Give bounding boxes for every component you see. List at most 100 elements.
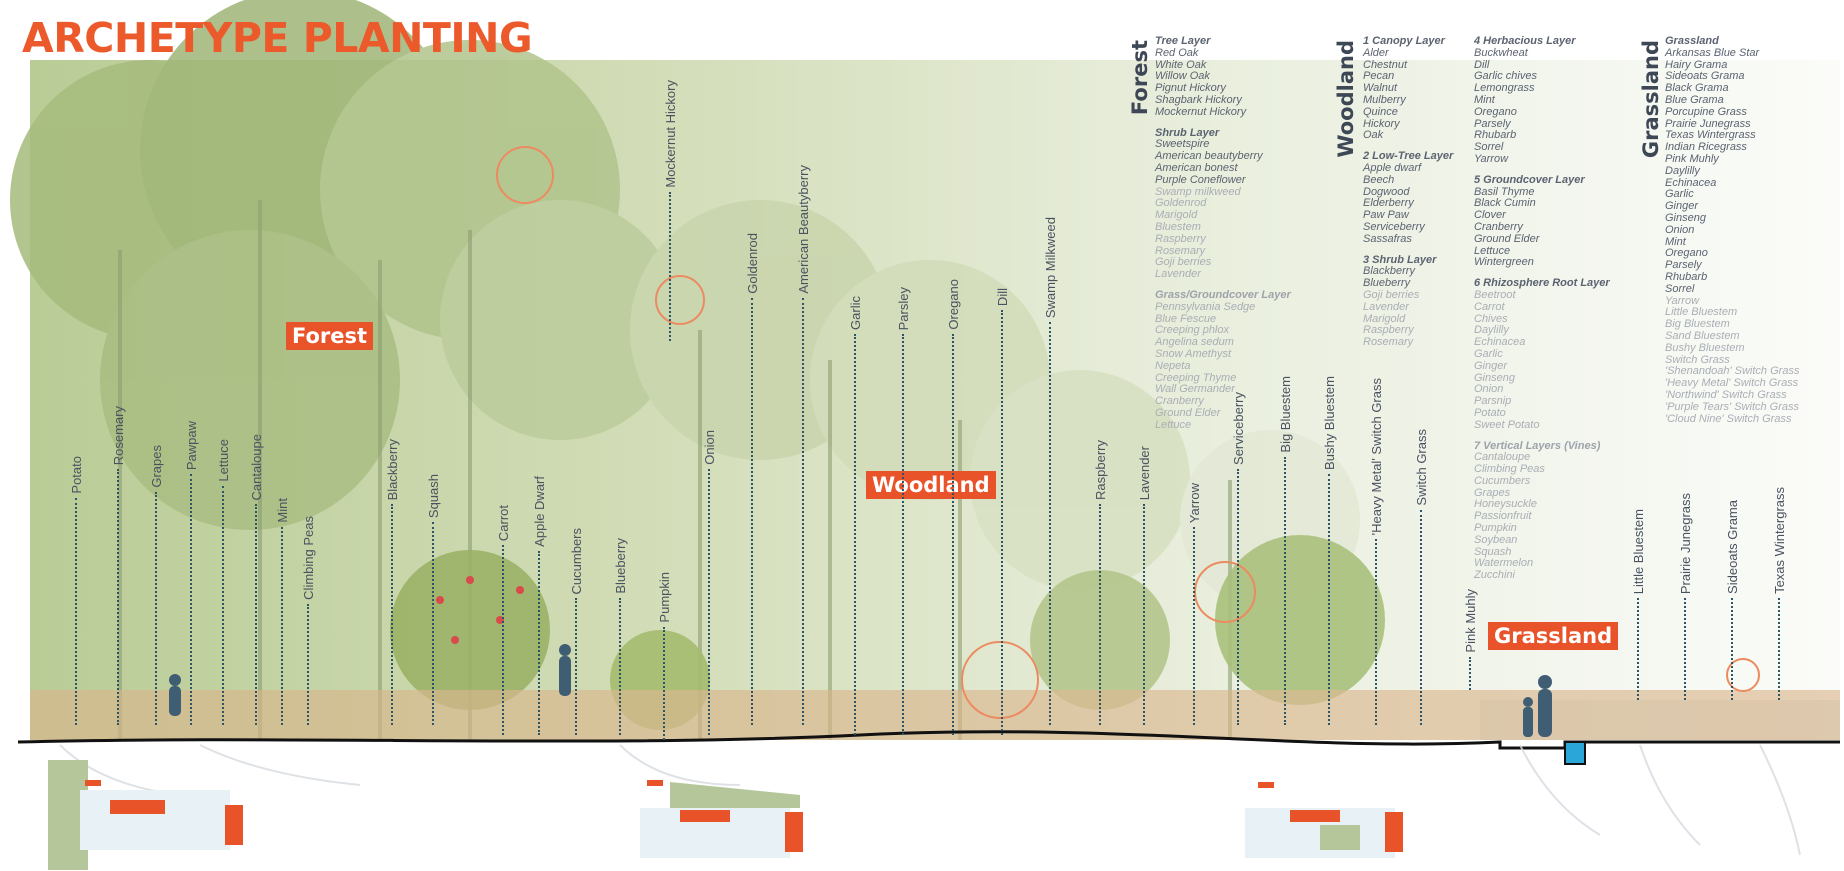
plant-label-text: Mockernut Hickory [662, 80, 678, 188]
plant-label: Rosemary [110, 406, 126, 725]
legend-item: Quince [1363, 105, 1398, 118]
plant-label: Cucumbers [568, 528, 584, 735]
legend-item: Shagbark Hickory [1155, 93, 1242, 106]
legend-section-heading: 4 Herbacious Layer [1474, 35, 1576, 47]
plant-label: Climbing Peas [300, 516, 316, 725]
legend-item: Cucumbers [1474, 474, 1531, 487]
plant-label: Pumpkin [656, 572, 672, 740]
zone-label-forest: Forest [286, 322, 374, 350]
plant-label-text: Pumpkin [656, 572, 672, 623]
legend-section-heading: Tree Layer [1155, 35, 1211, 47]
plant-label: Blackberry [384, 439, 400, 725]
people-silhouettes [169, 644, 1552, 737]
leader-line [575, 598, 577, 735]
legend-section-heading: 7 Vertical Layers (Vines) [1474, 439, 1601, 452]
zone-label-woodland: Woodland [866, 471, 996, 499]
forest-canopy [10, 0, 1360, 610]
plant-label: Bushy Bluestem [1321, 376, 1337, 725]
legend-item: Sassafras [1363, 232, 1412, 245]
legend-item: Blue Grama [1665, 93, 1724, 106]
plant-label-text: Blueberry [612, 538, 628, 594]
legend-item: Mockernut Hickory [1155, 105, 1247, 118]
leader-line [663, 627, 665, 740]
legend-item: Creeping phlox [1155, 324, 1229, 337]
legend-item: Lavender [1363, 300, 1409, 313]
plant-label: Serviceberry [1230, 392, 1246, 725]
legend-item: Snow Amethyst [1155, 347, 1232, 360]
leader-line [307, 604, 309, 725]
leader-line [751, 298, 753, 725]
legend-item: Arkansas Blue Star [1665, 46, 1760, 59]
leader-line [538, 551, 540, 735]
legend-item: Parsnip [1474, 395, 1512, 408]
plant-label-text: American Beautyberry [795, 165, 811, 294]
legend-item: 'Shenandoah' Switch Grass [1665, 365, 1800, 378]
plant-label: Oregano [945, 279, 961, 735]
plant-label: Goldenrod [744, 233, 760, 725]
legend-item: Blackberry [1363, 265, 1415, 278]
plant-label-text: Little Bluestem [1630, 508, 1646, 594]
legend-item: Watermelon [1474, 557, 1534, 570]
plant-label-text: Texas Wintergrass [1771, 487, 1787, 594]
legend-item: Climbing Peas [1474, 463, 1545, 476]
plant-label-text: Onion [701, 430, 717, 465]
legend-item: Marigold [1155, 209, 1198, 222]
legend-item: 'Heavy Metal' Switch Grass [1665, 377, 1799, 390]
legend-item: Bushy Bluestem [1665, 341, 1745, 354]
plant-label-text: Grapes [148, 445, 164, 488]
plant-label: Mint [274, 498, 290, 725]
legend-section-heading: Grassland [1665, 35, 1719, 47]
leader-line [1684, 598, 1686, 700]
legend-item: Sweetspire [1155, 138, 1210, 151]
leader-line [1237, 469, 1239, 725]
site-plans [48, 760, 1403, 870]
plant-label-text: 'Heavy Metal' Switch Grass [1368, 377, 1384, 535]
leader-line [1637, 598, 1639, 700]
legend-item: Hickory [1363, 117, 1400, 130]
leader-line [1375, 539, 1377, 725]
plant-label: Little Bluestem [1630, 509, 1646, 700]
legend-title-forest: Forest [1128, 40, 1152, 116]
leader-line [1049, 322, 1051, 725]
plant-label-text: Oregano [945, 279, 961, 330]
legend-item: Lavender [1155, 268, 1201, 281]
plant-label-text: Lavender [1136, 445, 1152, 500]
legend-section-heading: 3 Shrub Layer [1363, 253, 1437, 266]
legend-item: 'Cloud Nine' Switch Grass [1665, 412, 1792, 425]
plant-label-text: Dill [994, 287, 1010, 306]
plant-label-text: Pink Muhly [1462, 589, 1478, 653]
leader-line [1193, 527, 1195, 725]
leader-line [1778, 598, 1780, 700]
leader-line [1469, 657, 1471, 690]
plant-label: Potato [68, 456, 84, 725]
plant-label-text: Rosemary [110, 405, 126, 465]
legend-item: Honeysuckle [1474, 498, 1537, 511]
legend-item: Chestnut [1363, 58, 1408, 71]
plant-label: Prairie Junegrass [1677, 493, 1693, 700]
plant-label-text: Squash [425, 473, 441, 518]
plant-label: American Beautyberry [795, 165, 811, 725]
leader-line [619, 598, 621, 735]
leader-line [255, 504, 257, 725]
legend-item: Sweet Potato [1474, 418, 1540, 431]
legend-item: Lettuce [1155, 418, 1192, 431]
plant-label: Lettuce [215, 439, 231, 725]
legend-item: Mint [1474, 93, 1495, 106]
legend-item: Raspberry [1363, 324, 1414, 337]
legend-item: Serviceberry [1363, 220, 1425, 233]
plant-label: Mockernut Hickory [662, 80, 678, 341]
legend-section-heading: 2 Low-Tree Layer [1363, 150, 1454, 163]
legend-item: Dogwood [1363, 185, 1410, 198]
legend-item: Black Cumin [1474, 197, 1536, 210]
plant-label-text: Sideoats Grama [1724, 500, 1740, 594]
leader-line [222, 486, 224, 725]
plant-label: Carrot [495, 505, 511, 735]
legend-item: Willow Oak [1155, 70, 1210, 83]
legend-title-grassland: Grassland [1639, 40, 1663, 159]
legend-item: Rhubarb [1474, 129, 1517, 142]
legend-item: Soybean [1474, 533, 1518, 546]
